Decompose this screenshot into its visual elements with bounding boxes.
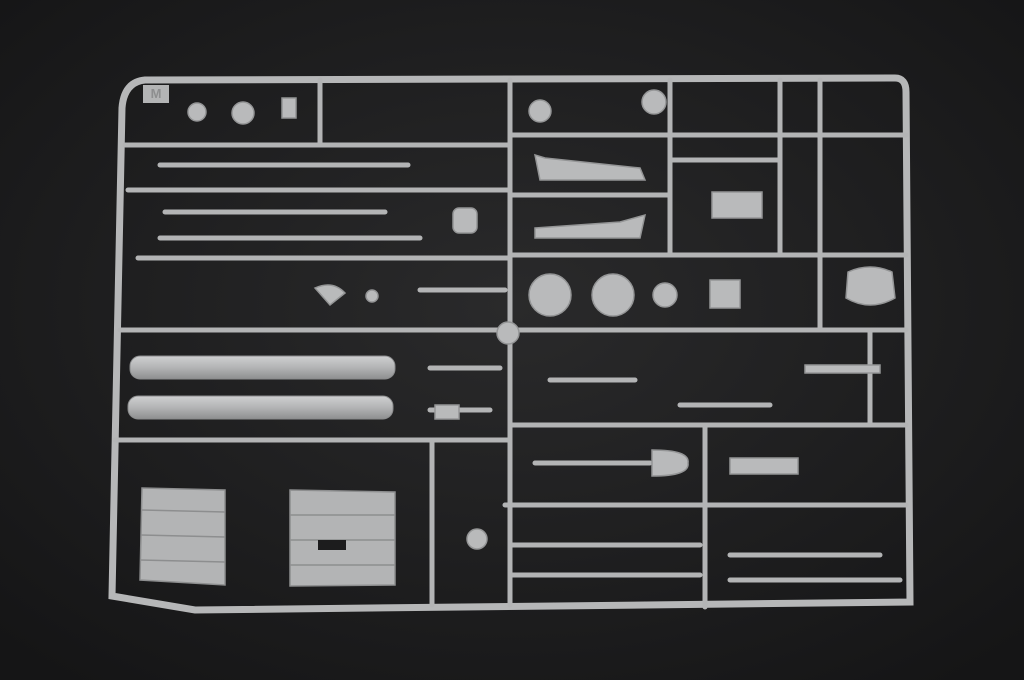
sprue-frame [108, 74, 914, 614]
sprue-tag-label: M [143, 85, 169, 103]
barrel-parts [127, 355, 396, 420]
runners [112, 77, 909, 610]
small-parts [187, 89, 896, 550]
shield-parts [139, 487, 396, 587]
